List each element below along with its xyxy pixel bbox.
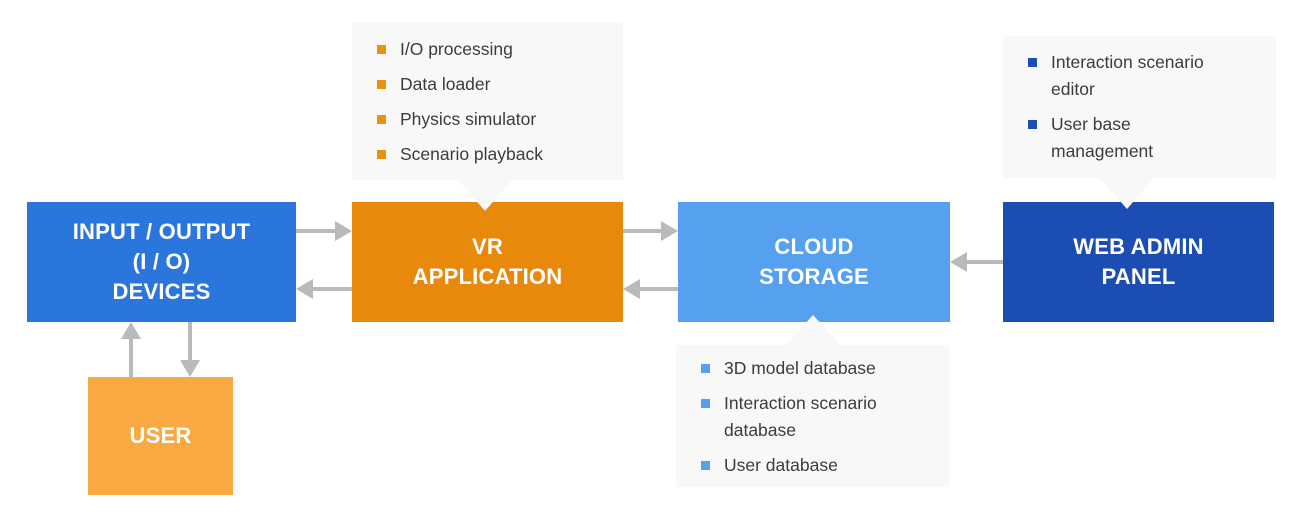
- bullet-icon: [1028, 120, 1037, 129]
- arrowhead-right-icon: [661, 221, 678, 241]
- list-item-label: User database: [724, 455, 838, 475]
- bullet-icon: [701, 399, 710, 408]
- list-item-label: Interaction scenario editor: [1051, 52, 1204, 99]
- arrow-shaft: [296, 229, 337, 233]
- arrow-shaft: [638, 287, 678, 291]
- list-item: User base management: [1028, 111, 1264, 165]
- node-web-admin-panel: WEB ADMIN PANEL: [1003, 202, 1274, 322]
- arrow-shaft: [188, 322, 192, 362]
- list-item-label: 3D model database: [724, 358, 876, 378]
- arrow-io-to-vr: [296, 221, 352, 241]
- arrow-admin-to-cloud: [950, 252, 1003, 272]
- list-item-label: User base management: [1051, 114, 1154, 161]
- bullet-icon: [377, 80, 386, 89]
- list-item: User database: [701, 452, 937, 479]
- list-item-label: Scenario playback: [400, 144, 543, 164]
- arrowhead-right-icon: [335, 221, 352, 241]
- list-item-label: Physics simulator: [400, 109, 537, 129]
- arrow-io-to-user: [180, 322, 200, 377]
- arrowhead-up-icon: [121, 322, 141, 339]
- list-item: 3D model database: [701, 355, 937, 382]
- bullet-icon: [701, 364, 710, 373]
- node-io-devices: INPUT / OUTPUT (I / O) DEVICES: [27, 202, 296, 322]
- node-cloud-storage: CLOUD STORAGE: [678, 202, 950, 322]
- callout-web-admin: Interaction scenario editor User base ma…: [1003, 36, 1276, 209]
- callout-cloud-list: 3D model database Interaction scenario d…: [701, 355, 937, 479]
- callout-tail-down-icon: [458, 180, 512, 211]
- arrow-shaft: [623, 229, 663, 233]
- arrowhead-left-icon: [296, 279, 313, 299]
- arrow-shaft: [965, 260, 1003, 264]
- node-user: USER: [88, 377, 233, 495]
- list-item-label: I/O processing: [400, 39, 513, 59]
- list-item: I/O processing: [377, 36, 611, 63]
- list-item: Physics simulator: [377, 106, 611, 133]
- list-item: Interaction scenario database: [701, 390, 937, 444]
- callout-vr-application: I/O processing Data loader Physics simul…: [352, 22, 623, 211]
- bullet-icon: [377, 45, 386, 54]
- bullet-icon: [377, 150, 386, 159]
- bullet-icon: [1028, 58, 1037, 67]
- arrow-vr-to-io: [296, 279, 352, 299]
- bullet-icon: [701, 461, 710, 470]
- list-item: Interaction scenario editor: [1028, 49, 1264, 103]
- callout-tail-down-icon: [1100, 178, 1154, 209]
- bullet-icon: [377, 115, 386, 124]
- arrow-vr-to-cloud: [623, 221, 678, 241]
- callout-admin-list: Interaction scenario editor User base ma…: [1028, 49, 1264, 165]
- arrow-shaft: [129, 337, 133, 377]
- arrowhead-down-icon: [180, 360, 200, 377]
- list-item: Data loader: [377, 71, 611, 98]
- arrow-shaft: [311, 287, 352, 291]
- callout-vr-list: I/O processing Data loader Physics simul…: [377, 36, 611, 168]
- list-item-label: Data loader: [400, 74, 491, 94]
- callout-cloud-storage: 3D model database Interaction scenario d…: [676, 315, 949, 487]
- arrowhead-left-icon: [623, 279, 640, 299]
- arrow-user-to-io: [121, 322, 141, 377]
- arrowhead-left-icon: [950, 252, 967, 272]
- list-item: Scenario playback: [377, 141, 611, 168]
- node-vr-application: VR APPLICATION: [352, 202, 623, 322]
- callout-tail-up-icon: [786, 315, 840, 345]
- list-item-label: Interaction scenario database: [724, 393, 877, 440]
- arrow-cloud-to-vr: [623, 279, 678, 299]
